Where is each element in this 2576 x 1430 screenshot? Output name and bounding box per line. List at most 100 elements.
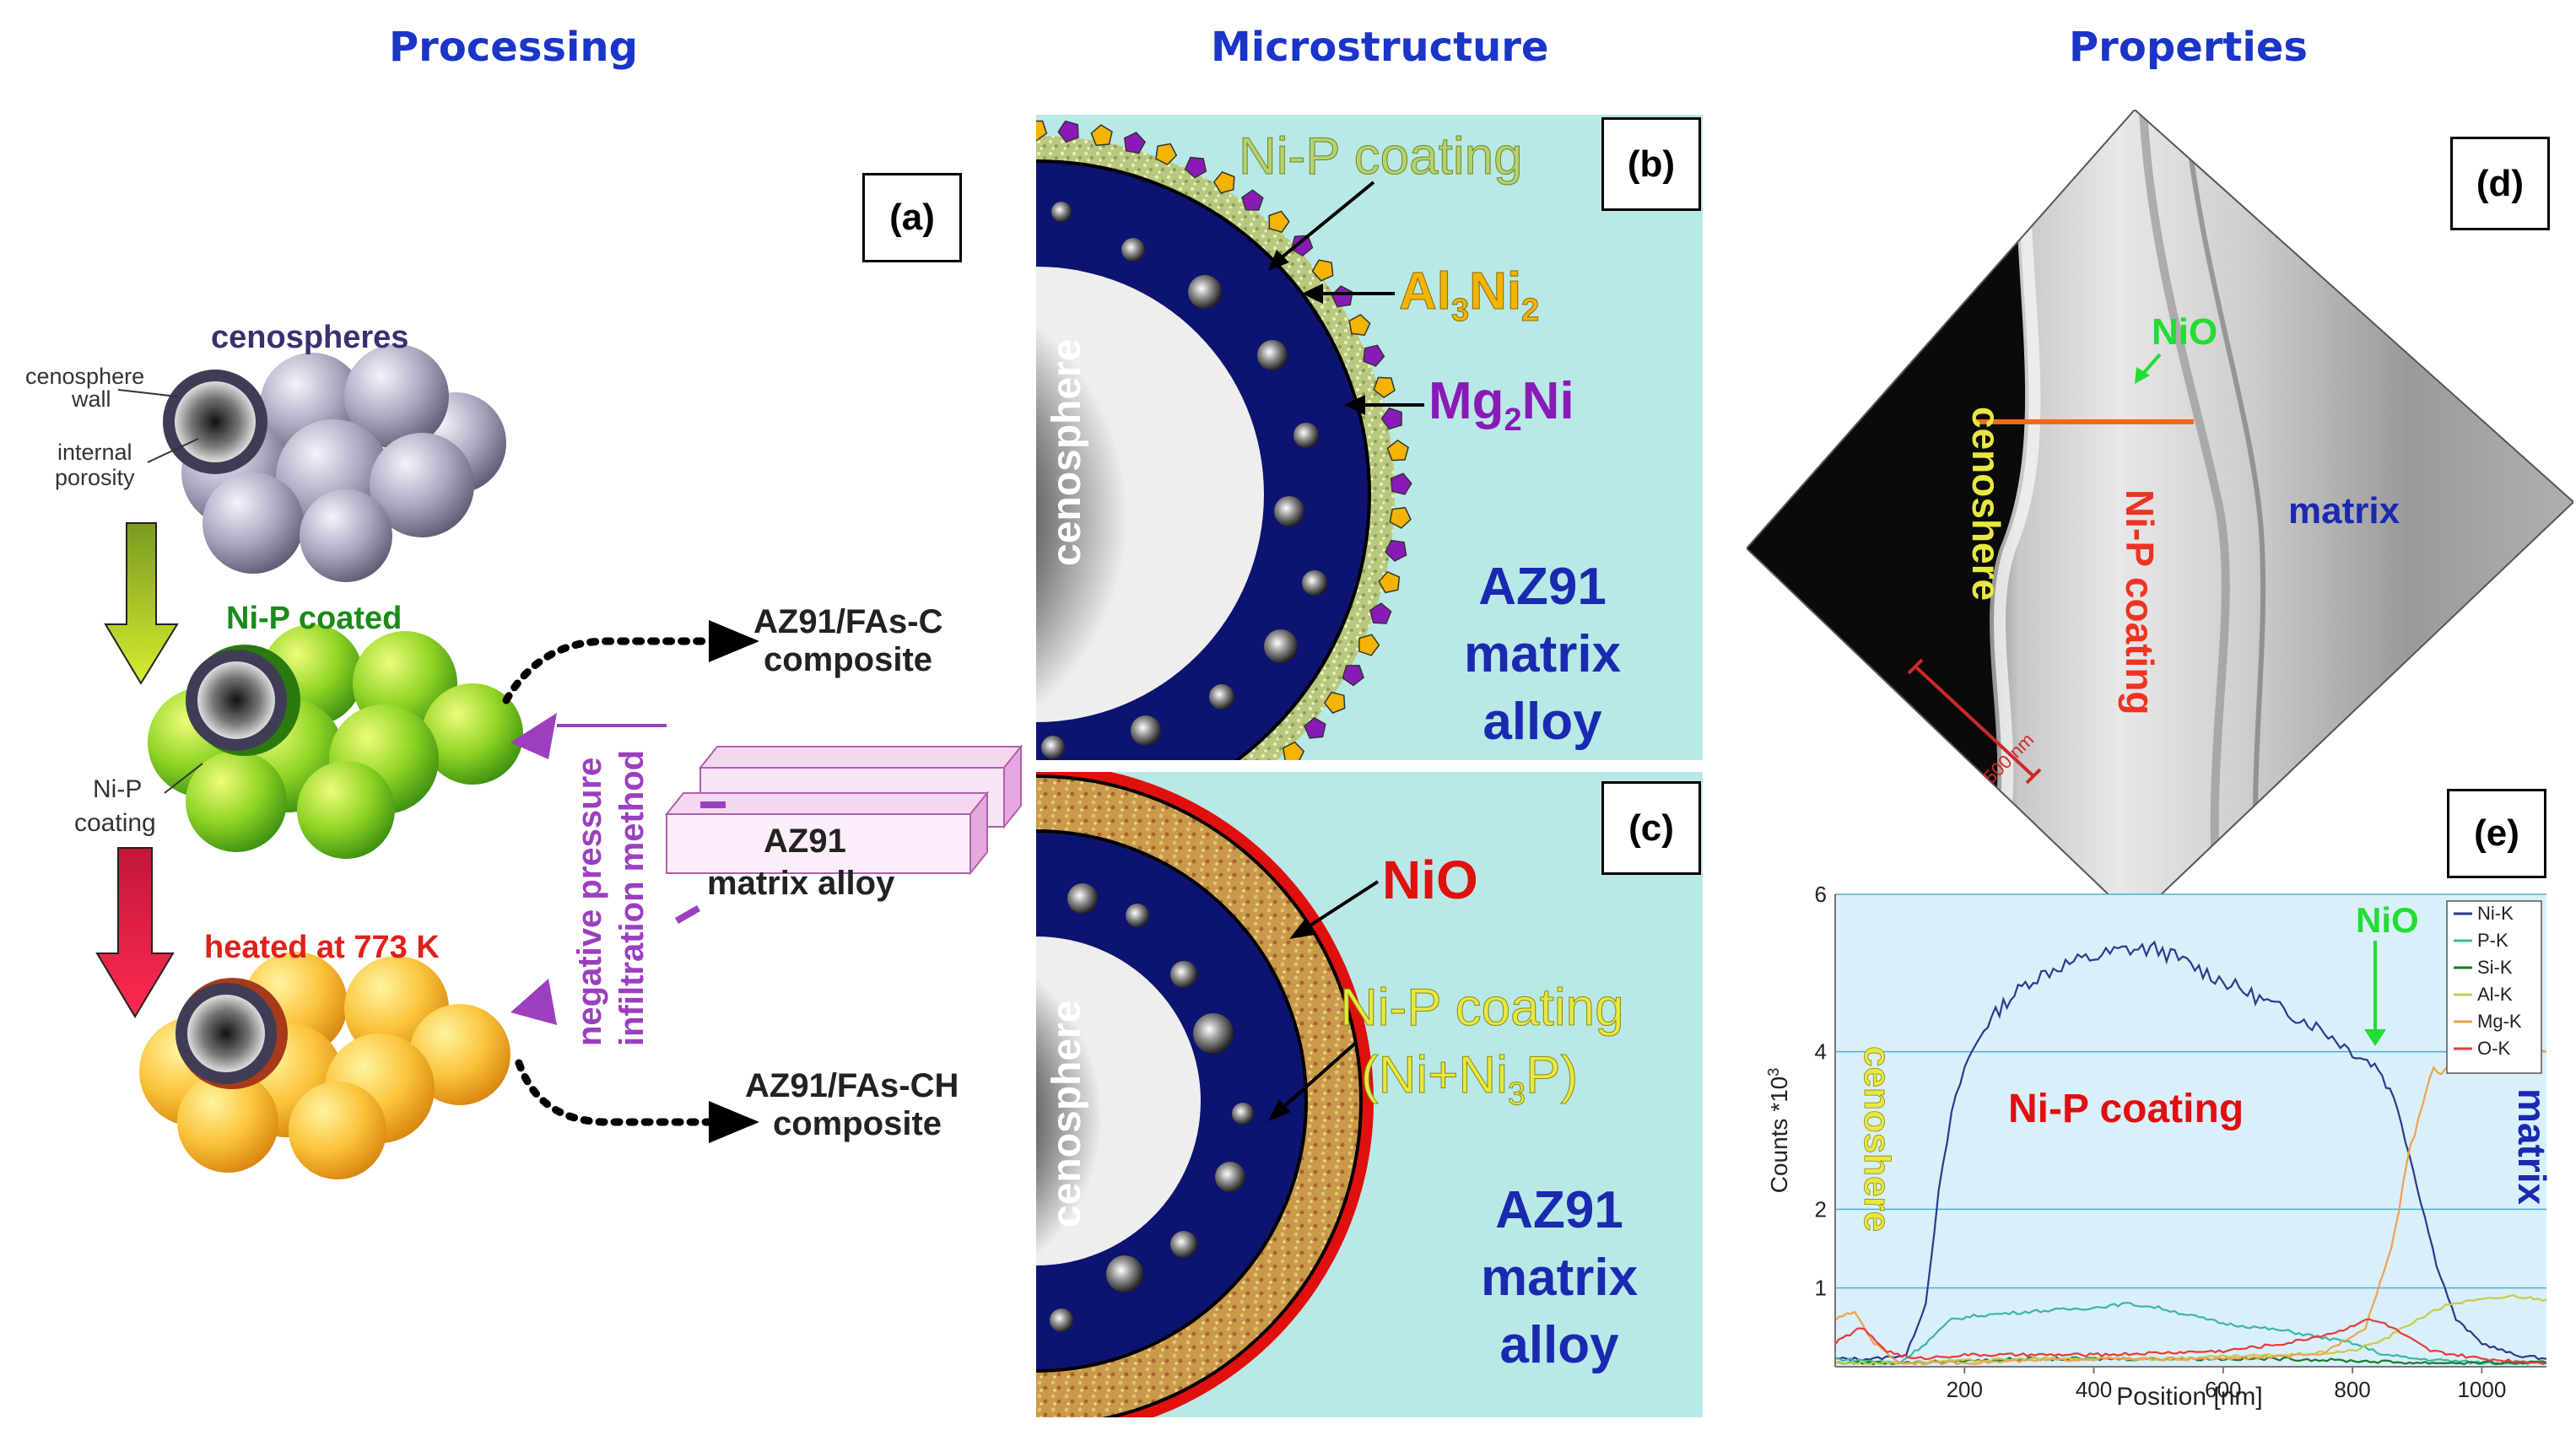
al3ni2-label: Al3Ni2 bbox=[1399, 262, 1539, 328]
composite-ch-label-1: AZ91/FAs-CH bbox=[745, 1067, 959, 1104]
composite-c-label-2: composite bbox=[764, 641, 932, 678]
purple-arrow-icon bbox=[510, 979, 557, 1025]
panel-label-a: (a) bbox=[862, 173, 962, 262]
y-tick-label: 2 bbox=[1815, 1196, 1827, 1222]
y-axis-label: Counts *103 bbox=[1765, 1068, 1792, 1194]
panel-label-b: (b) bbox=[1601, 117, 1701, 211]
particle bbox=[1304, 716, 1326, 739]
particle bbox=[1390, 472, 1412, 495]
series-lines bbox=[1834, 940, 2547, 1366]
y-tick-label: 6 bbox=[1815, 882, 1827, 907]
series-mg-k bbox=[1834, 1044, 2547, 1366]
nip-coating-label-d: Ni-P coating bbox=[2118, 489, 2162, 715]
cenospheres-label: cenospheres bbox=[211, 320, 408, 355]
cenoshere-label-d: cenoshere bbox=[1964, 407, 2008, 601]
x-tick-label: 1000 bbox=[2457, 1377, 2506, 1402]
particle bbox=[1363, 344, 1385, 367]
sem-image-d: NiO cenoshere Ni-P coating matrix 500 nm bbox=[1747, 110, 2573, 920]
down-arrow-red-icon bbox=[95, 847, 175, 1018]
particle bbox=[1389, 506, 1412, 529]
particle bbox=[1311, 259, 1334, 282]
particle bbox=[1155, 143, 1178, 165]
legend-item: Si-K bbox=[2477, 957, 2513, 978]
particle bbox=[1386, 439, 1409, 461]
legend-item: Al-K bbox=[2477, 984, 2513, 1005]
particle bbox=[1373, 376, 1396, 399]
matrix-alloy-label-1: AZ91 bbox=[764, 823, 846, 860]
legend: Ni-K P-K Si-K Al-K Mg-K O-K bbox=[2446, 900, 2542, 1074]
nip-coating-label-c: Ni-P coating bbox=[1340, 979, 1624, 1037]
az91-ingots bbox=[664, 744, 1023, 924]
legend-item: Ni-K bbox=[2477, 903, 2514, 924]
particle bbox=[1283, 741, 1305, 760]
down-arrow-green-icon bbox=[104, 522, 179, 685]
mg2ni-label: Mg2Ni bbox=[1428, 372, 1574, 438]
legend-item: P-K bbox=[2477, 930, 2508, 951]
alloy-label-c-2: matrix bbox=[1481, 1249, 1639, 1307]
microstructure-b-diagram: cenosphere Ni-P coating Al3Ni2 Mg2Ni AZ9… bbox=[1036, 115, 1703, 760]
particle bbox=[1057, 120, 1079, 143]
nio-annotation: NiO bbox=[2356, 900, 2419, 940]
nio-label-c: NiO bbox=[1382, 850, 1478, 910]
matrix-annotation: matrix bbox=[2510, 1088, 2554, 1205]
legend-item: Mg-K bbox=[2477, 1011, 2522, 1032]
series-ni-k bbox=[1834, 940, 2547, 1362]
particle bbox=[1123, 132, 1147, 154]
nip-coating-annotation: Ni-P coating bbox=[2008, 1087, 2244, 1131]
header-microstructure: Microstructure bbox=[1211, 24, 1549, 71]
particle bbox=[1212, 171, 1235, 194]
y-tick-label: 1 bbox=[1815, 1276, 1827, 1301]
panel-label-c: (c) bbox=[1601, 781, 1701, 875]
header-processing: Processing bbox=[389, 24, 638, 71]
nio-label-d: NiO bbox=[2152, 311, 2217, 353]
heated-label: heated at 773 K bbox=[204, 930, 440, 965]
composite-ch-label-2: composite bbox=[773, 1105, 942, 1142]
panel-label-d: (d) bbox=[2450, 137, 2550, 230]
al3ni2-mg2ni-particles bbox=[1036, 120, 1412, 760]
nip-coated-cluster bbox=[148, 624, 523, 859]
wall-pores bbox=[1041, 202, 1327, 759]
x-tick-label: 800 bbox=[2334, 1377, 2370, 1402]
particle bbox=[1380, 407, 1402, 430]
arrow-to-fas-c-icon bbox=[709, 620, 759, 662]
matrix-label-d: matrix bbox=[2288, 490, 2400, 532]
alloy-label-c-1: AZ91 bbox=[1495, 1181, 1623, 1239]
internal-porosity-label-1: internal bbox=[57, 440, 132, 465]
particle bbox=[1369, 602, 1392, 624]
nip-formula-label-c: (Ni+Ni3P) bbox=[1361, 1046, 1578, 1112]
particle bbox=[1348, 314, 1371, 337]
legend-item: O-K bbox=[2477, 1038, 2510, 1059]
series-o-k bbox=[1834, 1318, 2547, 1366]
particle bbox=[1323, 691, 1346, 714]
series-al-k bbox=[1834, 1294, 2547, 1366]
method-label-1: negative pressure bbox=[571, 758, 608, 1046]
y-tick-label: 4 bbox=[1815, 1039, 1827, 1065]
panel-label-e: (e) bbox=[2447, 789, 2546, 878]
cenosphere-wall-label-2: wall bbox=[71, 386, 111, 412]
alloy-label-c-3: alloy bbox=[1499, 1316, 1619, 1374]
nip-coated-label: Ni-P coated bbox=[226, 601, 402, 636]
gridlines bbox=[1835, 893, 2546, 1289]
cenosphere-label-b: cenosphere bbox=[1045, 339, 1089, 566]
nip-coating-label-1: Ni-P bbox=[93, 775, 142, 803]
particle bbox=[1378, 570, 1401, 594]
x-axis-label: Position [nm] bbox=[2116, 1383, 2262, 1411]
particle bbox=[1184, 156, 1207, 179]
processing-diagram: cenospheres cenosphere wall internal por… bbox=[25, 320, 1023, 1179]
nip-coating-label-2: coating bbox=[74, 809, 156, 837]
cenosphere-cluster bbox=[163, 344, 506, 582]
arrow-to-fas-ch-icon bbox=[709, 1101, 759, 1143]
purple-arrow-icon bbox=[510, 713, 557, 759]
composite-c-label-1: AZ91/FAs-C bbox=[753, 603, 943, 640]
series-p-k bbox=[1835, 1302, 2547, 1366]
method-label-2: infiltration method bbox=[613, 750, 651, 1046]
particle bbox=[1090, 124, 1113, 146]
x-tick-label: 600 bbox=[2205, 1377, 2241, 1402]
particle bbox=[1036, 120, 1048, 142]
particle bbox=[1358, 634, 1380, 656]
y-tick-labels: 1 2 4 6 bbox=[1815, 882, 1827, 1301]
cenosphere-wall-label-1: cenosphere bbox=[25, 364, 144, 389]
matrix-alloy-label-2: matrix alloy bbox=[707, 865, 895, 902]
